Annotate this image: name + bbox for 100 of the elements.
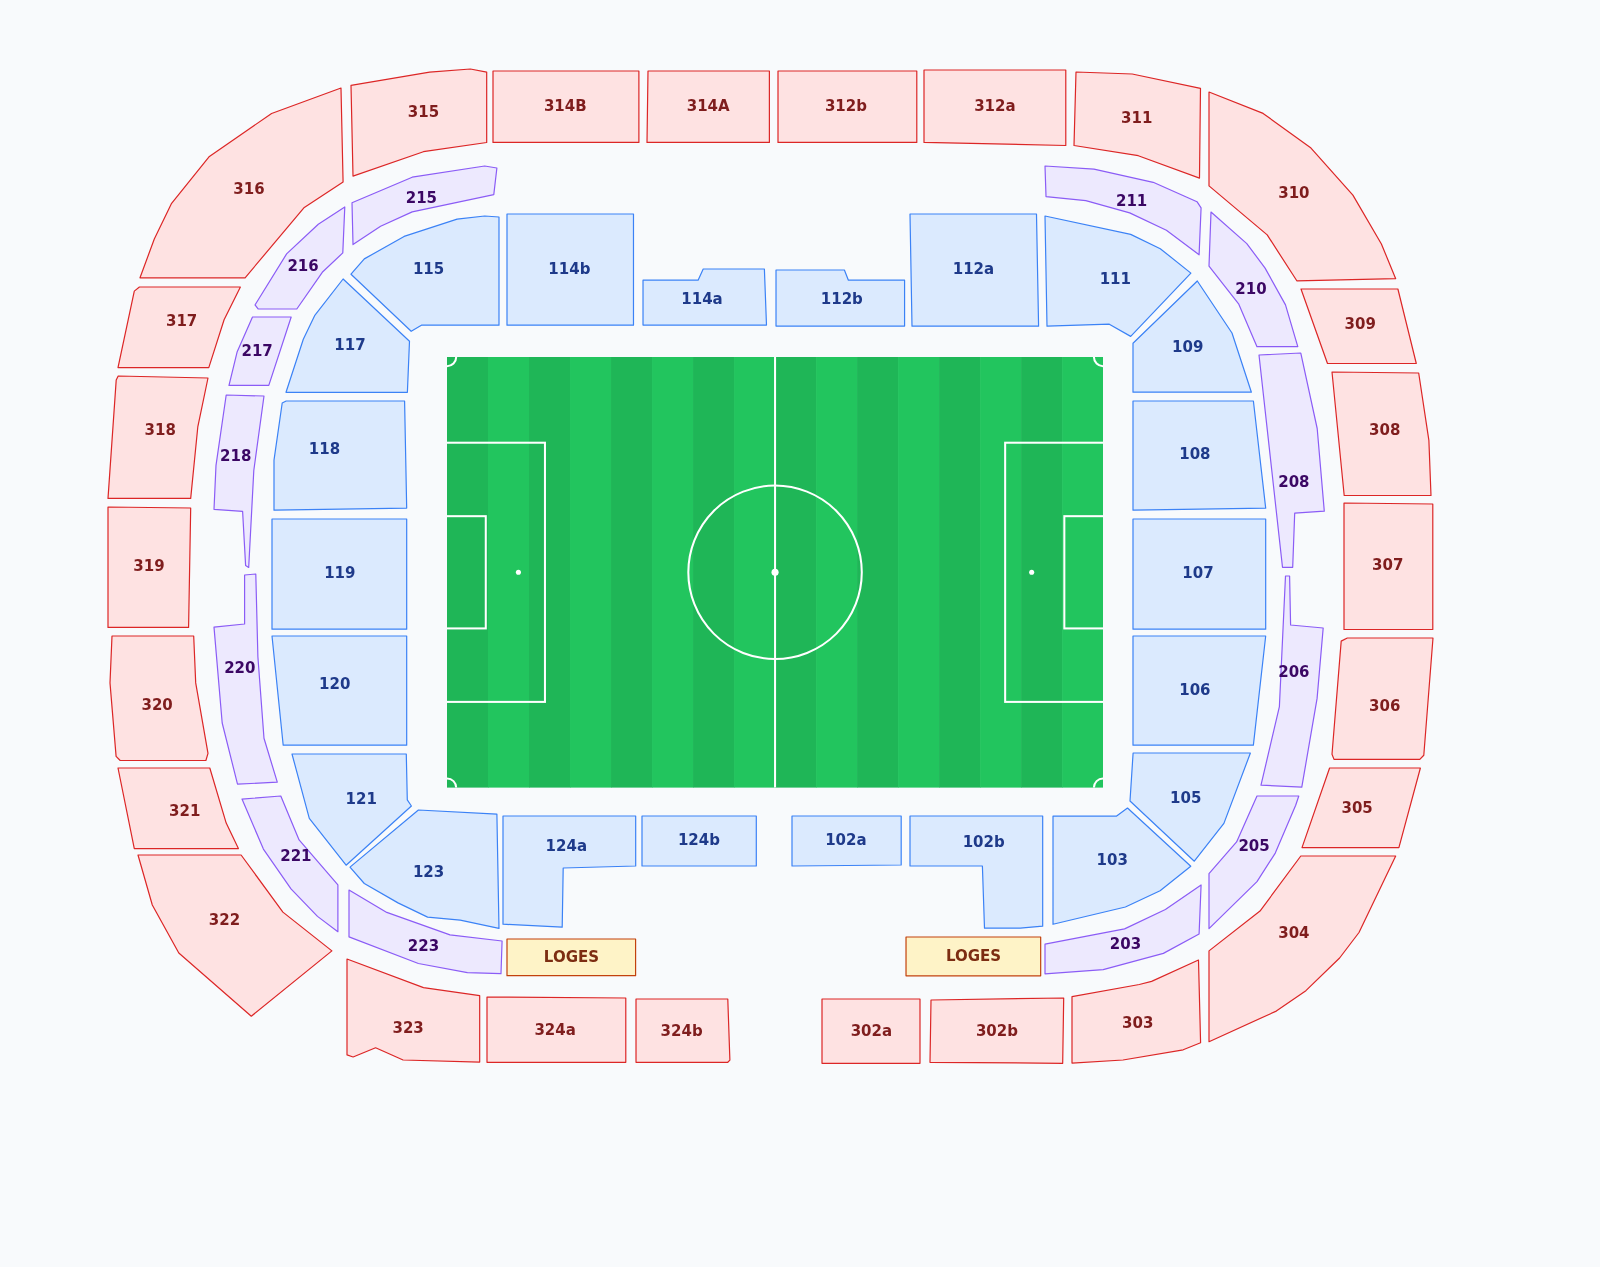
- seating-section: [352, 166, 497, 245]
- seating-section: [108, 375, 209, 498]
- seating-section: [775, 270, 905, 327]
- seating-section: [1331, 372, 1431, 496]
- section-label: LOGES: [543, 948, 599, 966]
- seating-section: [635, 998, 730, 1063]
- seating-section: [1044, 216, 1191, 337]
- seating-section: [139, 87, 343, 278]
- seating-section: [285, 278, 410, 392]
- section-label: 319: [133, 557, 165, 575]
- seating-section: [274, 401, 408, 511]
- seating-section: [351, 69, 487, 177]
- seating-section: [110, 635, 209, 761]
- section-label: 221: [280, 847, 312, 865]
- seating-section: [1044, 166, 1201, 256]
- section-label: 309: [1344, 315, 1376, 333]
- section-label: 102b: [962, 833, 1005, 851]
- section-label: 211: [1115, 192, 1148, 210]
- section-label: 210: [1235, 280, 1267, 298]
- seating-section: [350, 810, 499, 929]
- section-label: 105: [1170, 789, 1202, 807]
- section-label: 302a: [850, 1022, 893, 1040]
- seating-section: [929, 997, 1064, 1064]
- section-label: 123: [412, 863, 445, 881]
- section-label: 303: [1122, 1014, 1154, 1032]
- section-label: 121: [345, 790, 377, 808]
- section-label: 218: [220, 447, 252, 465]
- section-label: 205: [1238, 837, 1270, 855]
- section-label: 112a: [952, 260, 995, 278]
- section-label: 206: [1278, 663, 1310, 681]
- seating-section: [492, 71, 639, 143]
- seating-section: [924, 70, 1067, 146]
- seating-section: [214, 574, 278, 785]
- section-label: 124a: [545, 837, 587, 855]
- seating-section: [1343, 503, 1433, 630]
- section-label: 223: [407, 937, 440, 955]
- section-label: 115: [412, 260, 445, 278]
- section-label: 114a: [681, 290, 723, 308]
- section-label: 306: [1369, 697, 1401, 715]
- section-label: 307: [1372, 556, 1404, 574]
- seating-section: [777, 71, 917, 143]
- loge-section: [507, 938, 636, 976]
- seating-section: [641, 816, 757, 867]
- seating-section: [118, 768, 239, 849]
- seating-section: [1209, 91, 1396, 281]
- section-label: 124b: [677, 831, 720, 849]
- seating-section: [108, 507, 191, 628]
- section-label: 320: [141, 696, 173, 714]
- section-label: 220: [224, 659, 256, 677]
- seating-section: [1261, 575, 1324, 787]
- section-label: 119: [324, 564, 356, 582]
- section-label: 314A: [686, 97, 730, 115]
- seating-section: [1132, 519, 1266, 630]
- seating-section: [1132, 635, 1266, 745]
- section-label: 302b: [975, 1022, 1018, 1040]
- seating-section: [1072, 960, 1201, 1064]
- section-label: 305: [1341, 799, 1373, 817]
- section-label: 117: [334, 336, 366, 354]
- section-label: 203: [1109, 935, 1142, 953]
- seating-section: [351, 216, 499, 332]
- section-label: 312a: [974, 97, 1016, 115]
- section-label: 118: [308, 440, 341, 458]
- section-label: 310: [1278, 184, 1310, 202]
- seating-section: [822, 998, 921, 1064]
- seating-section: [1044, 884, 1201, 974]
- seating-section: [241, 795, 338, 932]
- section-label: 107: [1182, 564, 1214, 582]
- seating-section: [118, 286, 241, 368]
- section-label: 312b: [824, 97, 867, 115]
- section-label: 216: [287, 257, 319, 275]
- section-label: 109: [1172, 338, 1204, 356]
- seating-section: [791, 816, 901, 867]
- seating-section: [1301, 288, 1417, 364]
- seating-section: [503, 816, 636, 928]
- section-label: 311: [1121, 109, 1153, 127]
- section-label: 108: [1179, 445, 1211, 463]
- seating-section: [1132, 401, 1266, 511]
- loge-section: [906, 936, 1041, 976]
- section-label: 317: [165, 312, 198, 330]
- seating-section: [486, 996, 626, 1063]
- section-label: 323: [392, 1019, 424, 1037]
- section-label: 208: [1278, 473, 1310, 491]
- seating-section: [1074, 72, 1201, 179]
- seating-section: [646, 71, 770, 143]
- seating-section: [214, 394, 265, 568]
- section-label: 322: [208, 911, 241, 929]
- section-label: 111: [1099, 270, 1131, 288]
- section-label: 316: [233, 180, 265, 198]
- section-label: 114b: [548, 260, 591, 278]
- section-label: 103: [1096, 851, 1128, 869]
- section-label: 315: [407, 103, 440, 121]
- section-label: 217: [241, 342, 273, 360]
- seating-section: [910, 214, 1039, 327]
- seating-section: [348, 889, 502, 974]
- seating-section: [1209, 856, 1396, 1042]
- seating-section: [255, 207, 345, 310]
- section-label: LOGES: [945, 947, 1001, 965]
- seating-section: [507, 214, 634, 326]
- seating-section: [272, 635, 408, 745]
- section-label: 324b: [660, 1022, 703, 1040]
